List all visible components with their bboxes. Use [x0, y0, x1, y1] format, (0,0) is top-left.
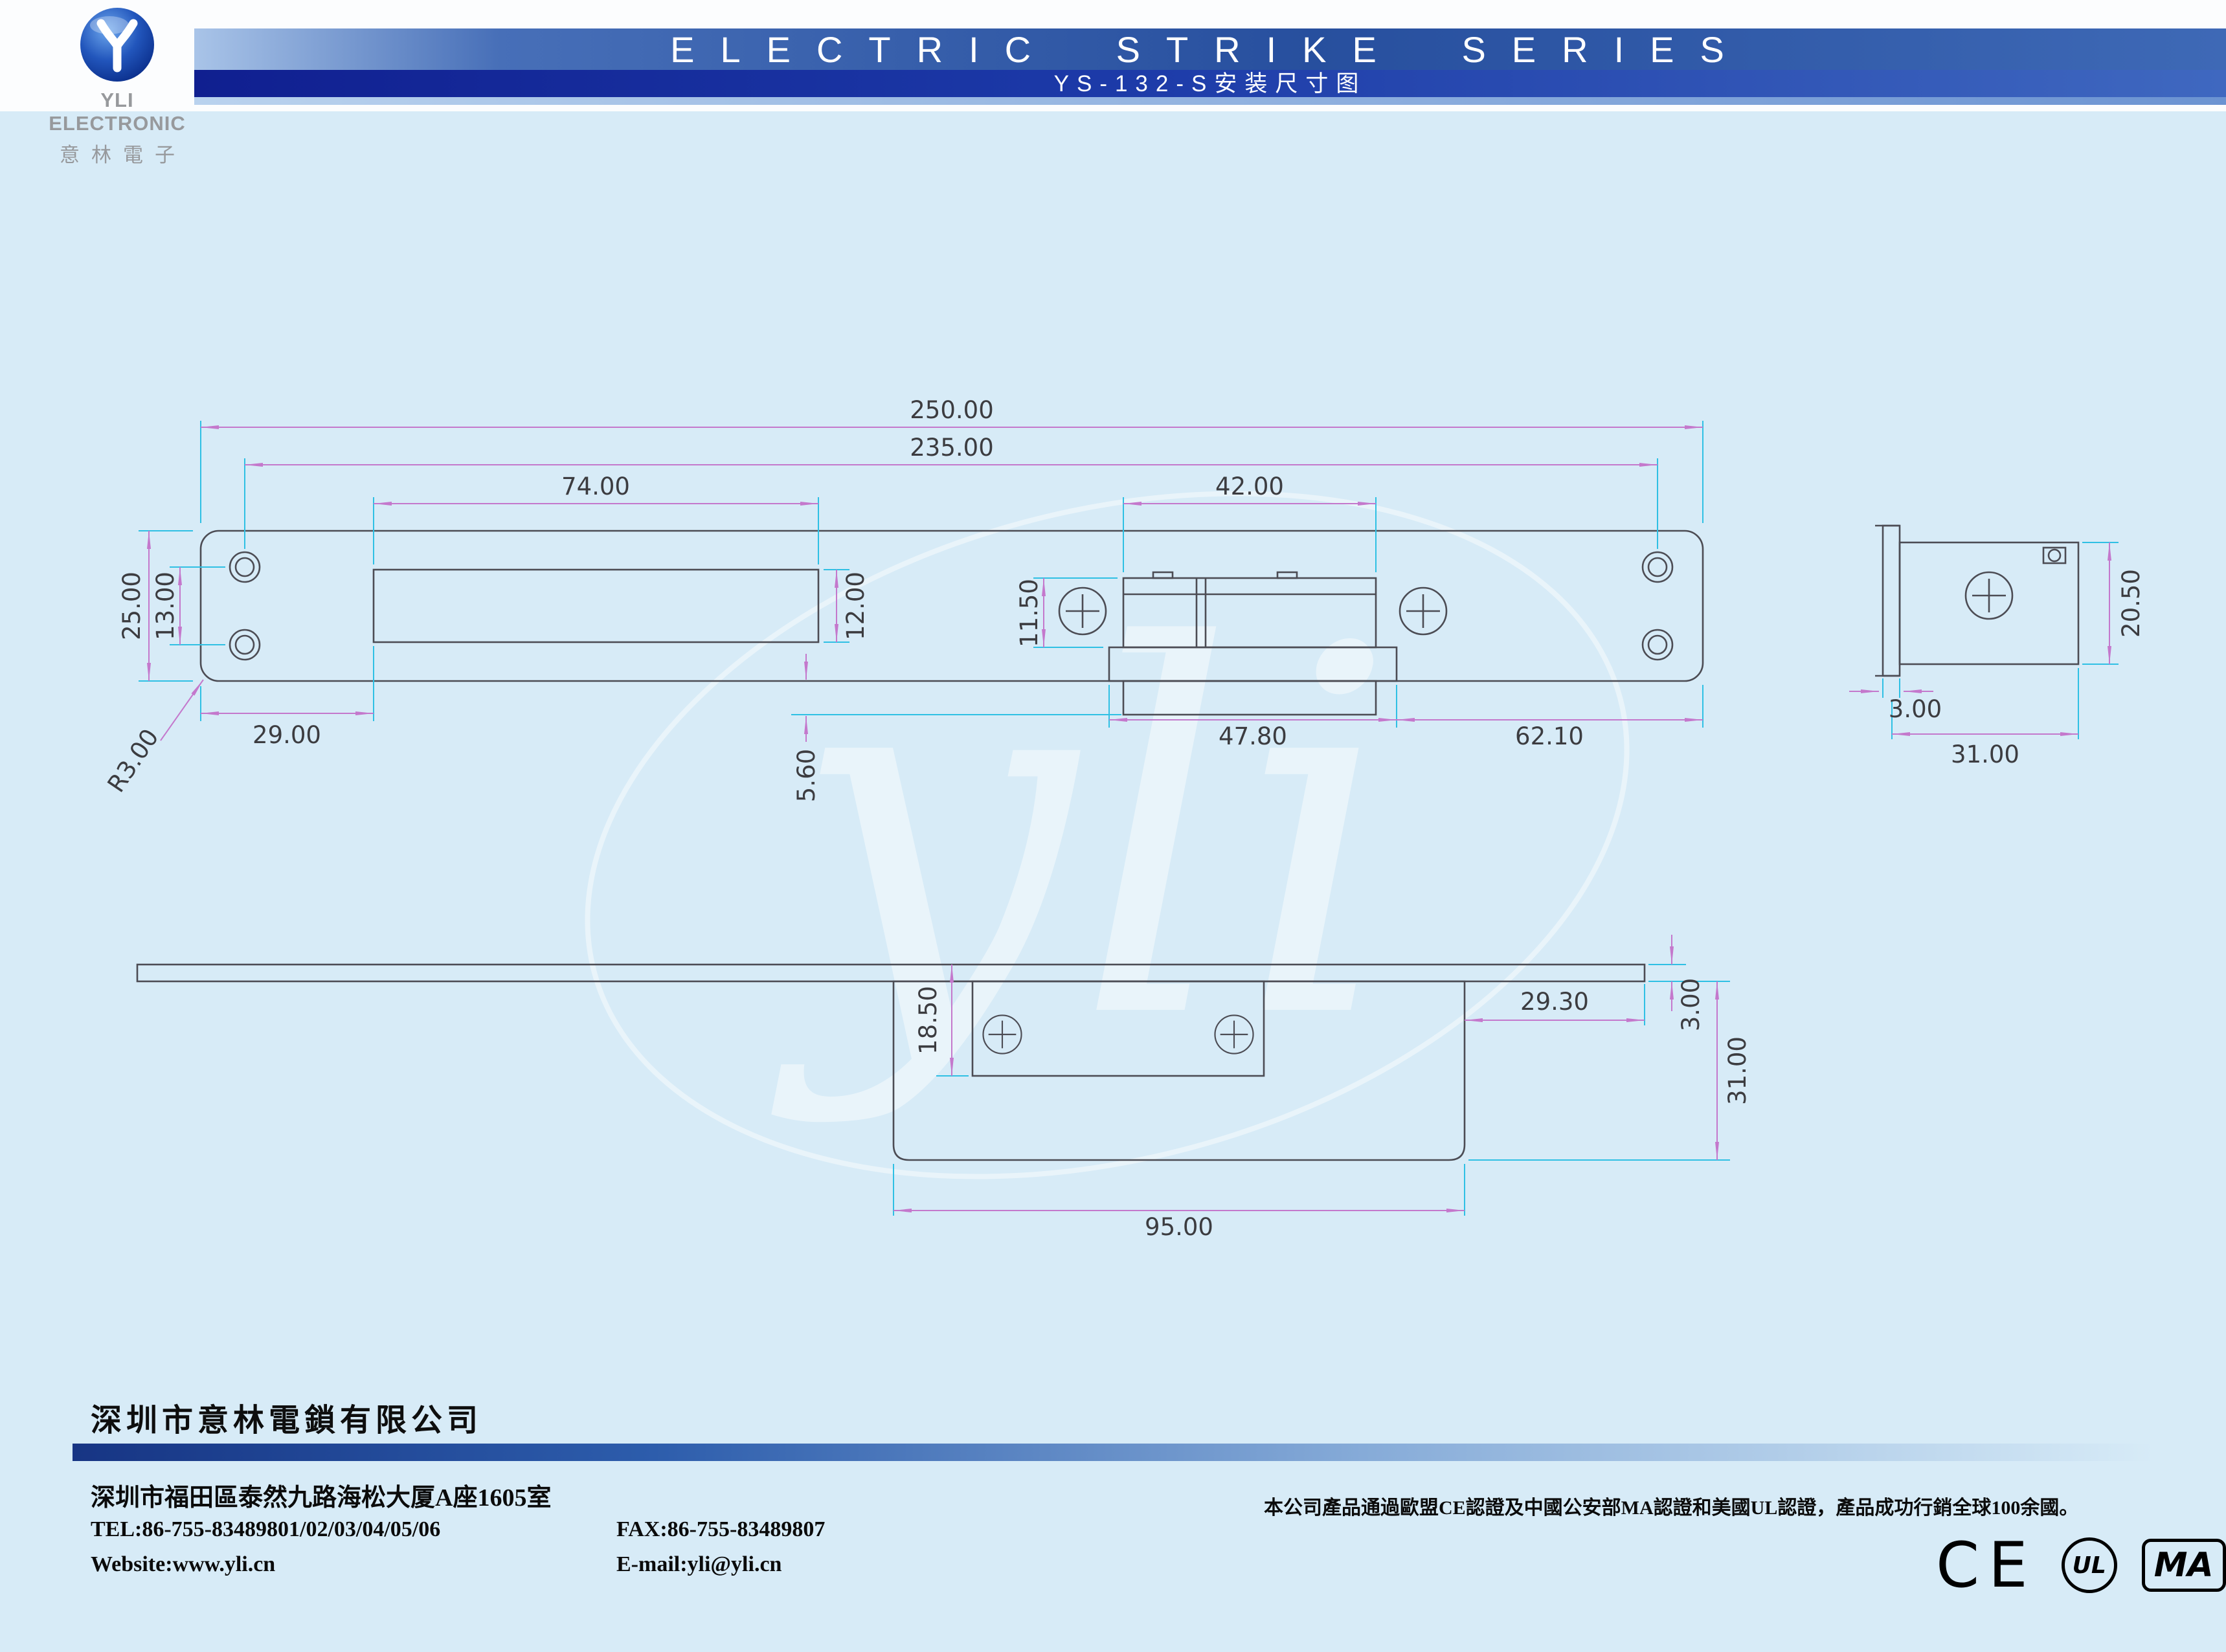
mounting-hole: [1641, 551, 1674, 583]
dim-plate-height: 25.00: [118, 572, 146, 640]
dim-side-height: 20.50: [2117, 569, 2145, 638]
email-link: E-mail:yli@yli.cn: [616, 1552, 782, 1576]
mounting-hole: [1641, 629, 1674, 661]
logo-icon: [80, 8, 154, 82]
dim-side-plate-thickness: 3.00: [1889, 695, 1942, 723]
dim-slot-height: 12.00: [842, 572, 870, 640]
company-logo: YLI ELECTRONIC 意林電子: [36, 5, 198, 168]
series-title: ELECTRIC STRIKE SERIES: [194, 28, 2226, 70]
footer-divider-bar: [73, 1444, 2153, 1461]
dim-corner-radius: R3.00: [102, 724, 164, 798]
fax-number: FAX:86-755-83489807: [616, 1517, 826, 1541]
dim-plan-right-offset: 29.30: [1520, 988, 1589, 1016]
tel-number: TEL:86-755-83489801/02/03/04/05/06: [91, 1517, 441, 1541]
side-view-outline: [1875, 524, 2080, 677]
mounting-hole: [229, 629, 261, 661]
dim-plan-body-width: 95.00: [1145, 1213, 1213, 1241]
ul-mark-icon: UL: [2061, 1537, 2117, 1593]
watermark-logo: yli: [585, 491, 1630, 1179]
dim-keeper-width: 47.80: [1219, 722, 1287, 750]
screw-icon: [1399, 586, 1448, 636]
dim-plan-body-height: 31.00: [1724, 1036, 1751, 1105]
side-faceplate: [1882, 524, 1901, 677]
keeper-lip-lower: [1122, 680, 1377, 716]
company-address: 深圳市福田區泰然九路海松大厦A座1605室: [91, 1484, 552, 1512]
watermark-text: yli: [767, 541, 1399, 1129]
dim-keeper-top-width: 42.00: [1215, 473, 1284, 500]
plan-view-outline: [136, 963, 1646, 1161]
dim-plan-plate-thickness: 3.00: [1677, 978, 1705, 1031]
title-banner: ELECTRIC STRIKE SERIES YS-132-S安装尺寸图: [194, 28, 2226, 105]
company-name: 深圳市意林電鎖有限公司: [91, 1403, 483, 1438]
side-body: [1898, 541, 2080, 665]
dim-side-width: 31.00: [1951, 741, 2019, 768]
website-link: Website:www.yli.cn: [91, 1552, 276, 1576]
brand-name: YLI ELECTRONIC: [49, 89, 186, 135]
dim-total-width: 250.00: [910, 396, 993, 424]
plan-keeper: [971, 980, 1265, 1077]
screw-icon: [1058, 586, 1107, 636]
plan-body: [892, 980, 1466, 1161]
dim-left-offset: 29.00: [253, 721, 321, 749]
dim-right-offset: 62.10: [1515, 722, 1584, 750]
dim-lip-depth: 5.60: [793, 749, 820, 802]
dim-keeper-height: 11.50: [1015, 579, 1043, 647]
dim-hole-span: 235.00: [910, 434, 993, 462]
drawing-subtitle: YS-132-S安装尺寸图: [194, 70, 2226, 97]
latch-slot: [372, 568, 820, 643]
front-view: 250.00 235.00 74.00 42.00 25.00 13.00 12…: [102, 396, 1704, 802]
ma-mark-icon: MA: [2141, 1539, 2226, 1592]
side-dimension-lines: [1849, 542, 2111, 736]
faceplate: [199, 530, 1704, 682]
side-view: 20.50 3.00 31.00: [1849, 524, 2145, 768]
banner-fade-strip: [194, 97, 2226, 105]
screw-icon: [982, 1014, 1022, 1055]
mounting-hole: [229, 551, 261, 583]
plan-view: 18.50 29.30 3.00 31.00 95.00: [136, 935, 1751, 1241]
side-extension-lines: [1882, 542, 2119, 739]
plan-dimension-lines: [894, 935, 1719, 1212]
dim-hole-gap: 13.00: [152, 572, 179, 640]
screw-icon: [1214, 1014, 1254, 1055]
dim-slot-width: 74.00: [561, 473, 630, 500]
brand-name-cn: 意林電子: [60, 144, 186, 166]
ce-mark-icon: CE: [1936, 1529, 2037, 1602]
certification-note: 本公司產品通過歐盟CE認證及中國公安部MA認證和美國UL認證，產品成功行銷全球1…: [1264, 1497, 2079, 1519]
front-dimension-lines: [147, 425, 1703, 742]
dim-keeper-depth: 18.50: [914, 986, 942, 1055]
watermark-ellipse: [585, 491, 1630, 1179]
certification-marks: CE UL MA: [1936, 1529, 2226, 1602]
plan-faceplate: [136, 963, 1646, 983]
front-view-outline: [199, 530, 1704, 716]
screw-icon: [1964, 571, 2014, 620]
